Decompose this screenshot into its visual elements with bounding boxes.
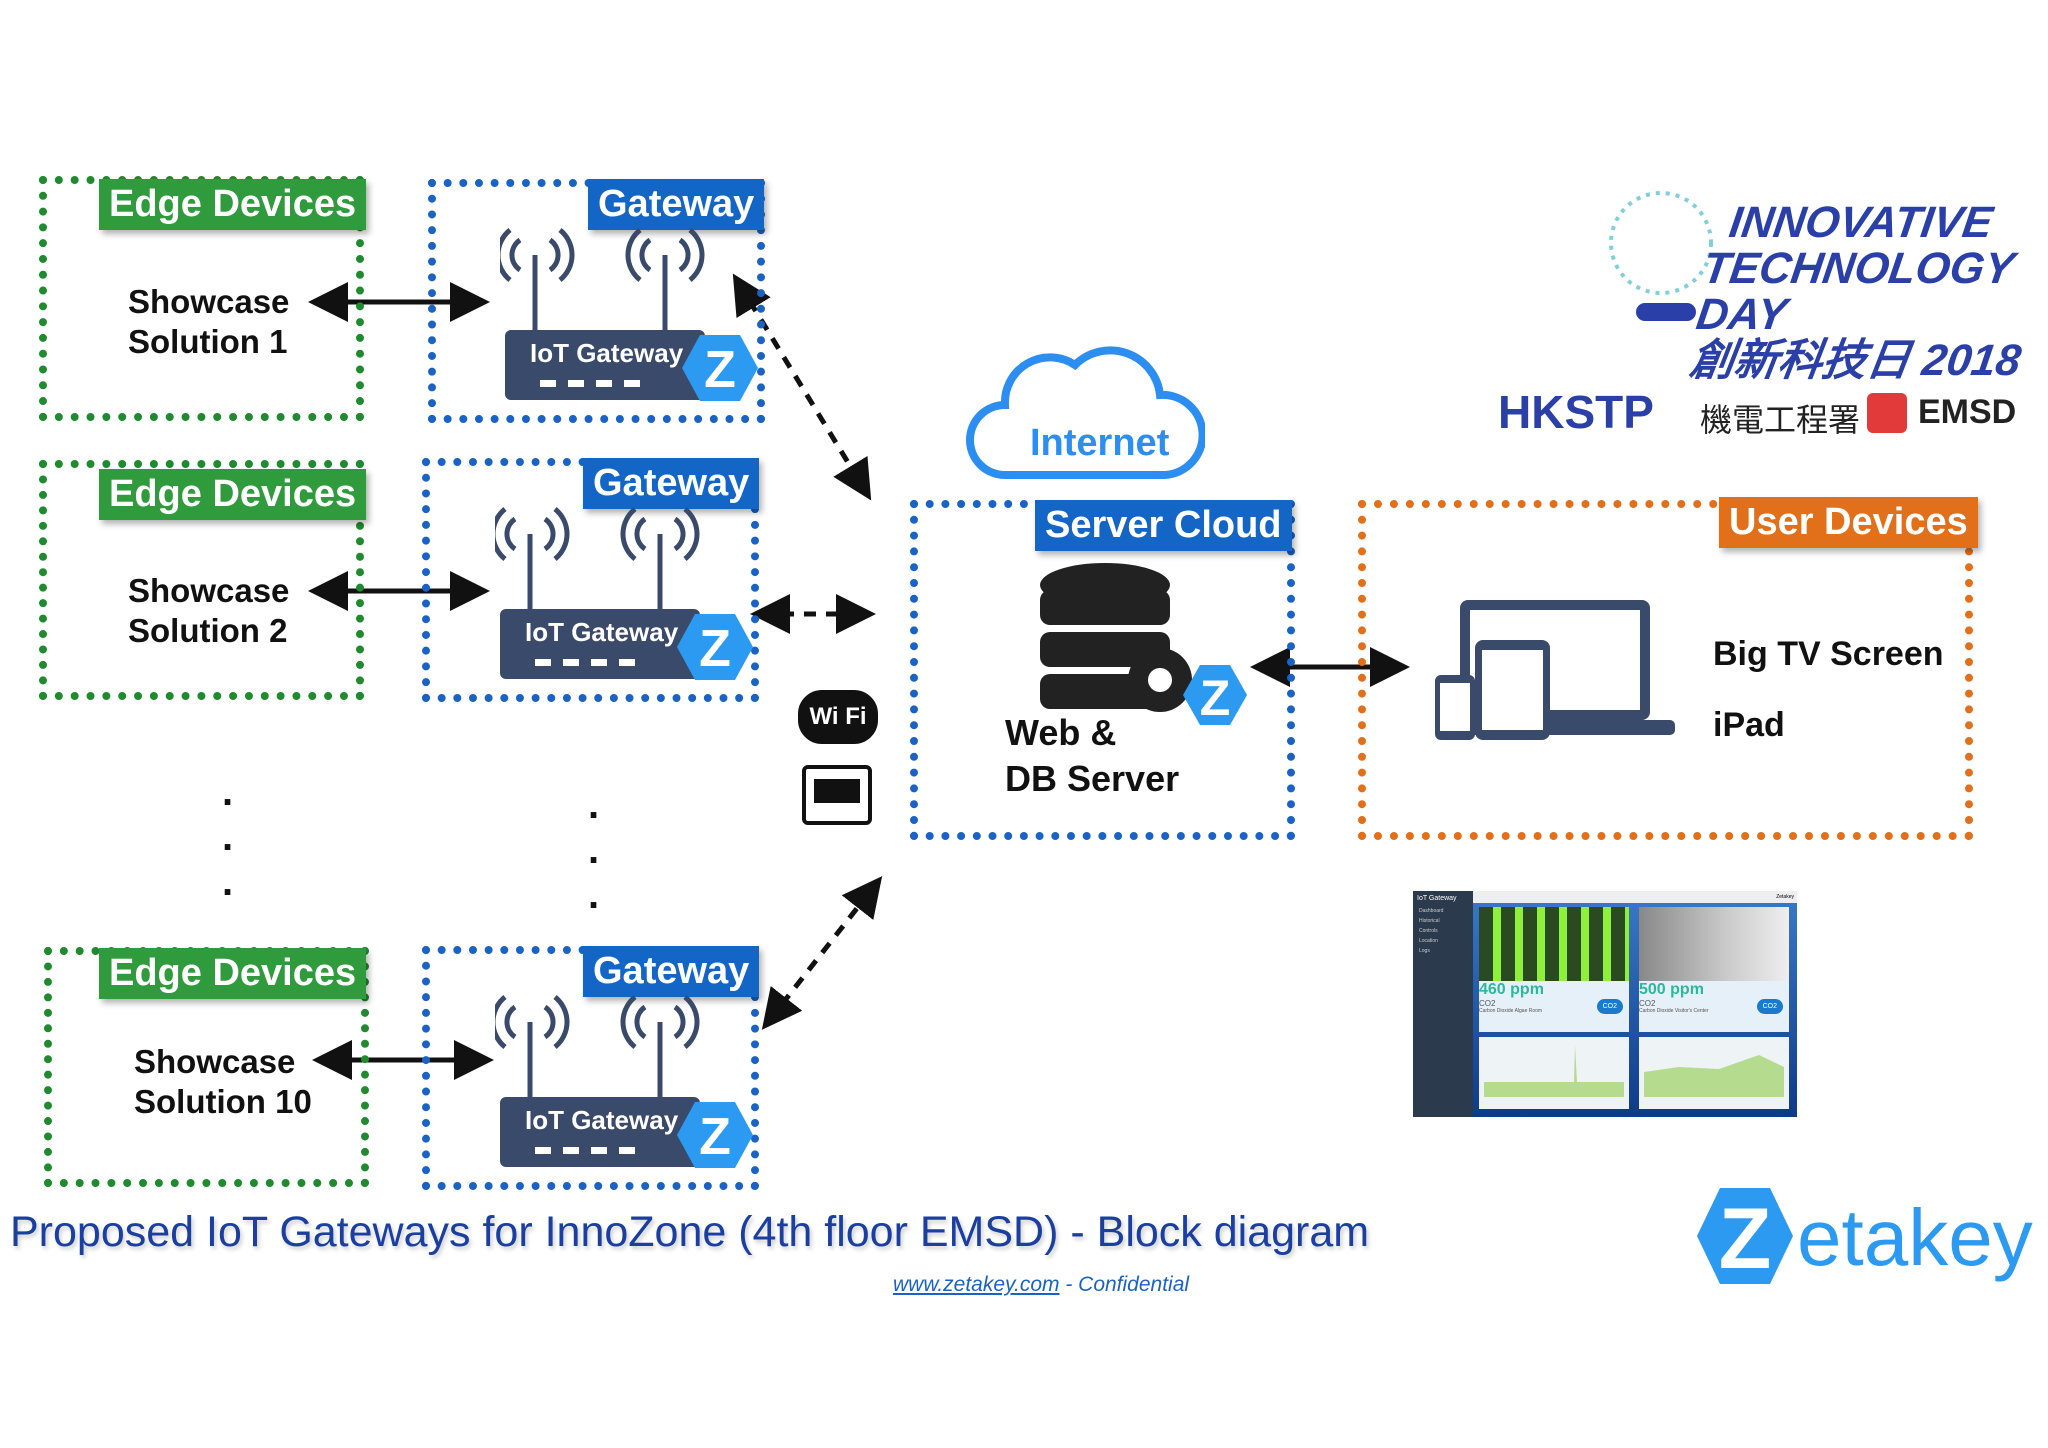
router-text: IoT Gateway — [530, 338, 684, 368]
edge-devices-group-2 — [39, 460, 364, 700]
itd-line: INNOVATIVE — [1726, 198, 1996, 247]
gateway-label: Gateway — [583, 946, 760, 997]
dashboard-card: 500 ppm CO2 Carbon Dioxide Visitor's Cen… — [1639, 907, 1789, 1032]
internet-cloud-icon — [966, 346, 1205, 479]
line2: Solution 1 — [128, 323, 288, 360]
internet-label: Internet — [1030, 422, 1170, 464]
router-text: IoT Gateway — [525, 617, 679, 647]
user-device-item: Big TV Screen — [1713, 635, 1944, 673]
dashboard-nav-item: Location — [1419, 938, 1438, 944]
emsd-logo-text: EMSD — [1918, 393, 2017, 431]
line1: Showcase — [128, 572, 290, 609]
edge-devices-label: Edge Devices — [99, 469, 367, 520]
dashboard-nav-item: Dashboard — [1419, 908, 1444, 914]
dashboard-app-title: IoT Gateway — [1417, 895, 1457, 902]
router-text: IoT Gateway — [525, 1105, 679, 1135]
card-unit: CO2 — [1479, 999, 1496, 1008]
emsd-emblem-icon — [1867, 393, 1907, 433]
dashboard-chart — [1639, 1037, 1789, 1109]
database-server-icon: Z — [1040, 563, 1247, 726]
dashboard-topbar: Zetakey — [1473, 891, 1797, 903]
dashboard-nav-item: Logs — [1419, 948, 1430, 954]
line1: Showcase — [128, 283, 290, 320]
dashboard-chart — [1479, 1037, 1629, 1109]
iot-gateway-router-icon: Z — [495, 215, 758, 401]
edge-devices-label: Edge Devices — [99, 179, 367, 230]
server-cloud-label: Server Cloud — [1035, 500, 1292, 551]
emsd-chinese-name: 機電工程署 — [1700, 402, 1861, 438]
edge-devices-label: Edge Devices — [99, 948, 367, 999]
iot-gateway-router-icon: Z — [490, 982, 753, 1168]
user-device-item: iPad — [1713, 706, 1785, 744]
gateway-label: Gateway — [583, 458, 760, 509]
gateway1-server-arrow — [732, 273, 872, 501]
server-text: Web & DB Server — [1005, 710, 1179, 802]
dashboard-nav-item: Controls — [1419, 928, 1438, 934]
dashboard-sidebar: IoT Gateway Dashboard Historical Control… — [1413, 891, 1473, 1117]
co2-cloud-badge: CO2 — [1596, 999, 1623, 1014]
ethernet-port-icon — [802, 765, 872, 825]
zetakey-wordmark: etakey — [1797, 1193, 2033, 1282]
svg-text:Z: Z — [699, 620, 731, 678]
itd-network-logo-icon — [1606, 163, 1716, 333]
gateway-label: Gateway — [588, 179, 765, 230]
card-unit: CO2 — [1639, 999, 1656, 1008]
iot-gateway-router-icon: Z — [490, 494, 753, 680]
itd-line: TECHNOLOGY DAY — [1693, 244, 2017, 339]
line1: Web & — [1005, 712, 1117, 753]
logo-letter: Z — [1719, 1191, 1772, 1286]
user-devices-label: User Devices — [1719, 497, 1978, 548]
hkstp-logo: HKSTP — [1498, 386, 1654, 438]
line2: DB Server — [1005, 758, 1180, 799]
ellipsis-dots: ... — [588, 783, 600, 917]
dashboard-screenshot: IoT Gateway Dashboard Historical Control… — [1413, 891, 1797, 1117]
card-value: 500 ppm — [1639, 981, 1704, 998]
svg-text:Z: Z — [699, 1108, 731, 1166]
gateway10-server-arrow — [761, 876, 883, 1030]
co2-cloud-badge: CO2 — [1756, 999, 1783, 1014]
laptop-tablet-phone-icon — [1435, 600, 1675, 740]
dashboard-nav-item: Historical — [1419, 918, 1440, 924]
card-value: 460 ppm — [1479, 981, 1544, 998]
dashboard-user: Zetakey — [1776, 894, 1794, 900]
svg-text:Z: Z — [704, 341, 736, 399]
page-title: Proposed IoT Gateways for InnoZone (4th … — [10, 1208, 1370, 1256]
line2: Solution 10 — [134, 1083, 312, 1120]
wifi-icon: Wi Fi — [798, 690, 878, 744]
zetakey-link[interactable]: www.zetakey.com — [893, 1273, 1060, 1296]
zetakey-logo-icon: Z — [1695, 1186, 1795, 1287]
itd-line: 創新科技日 2018 — [1686, 336, 2024, 385]
footer-note: www.zetakey.com - Confidential — [893, 1273, 1189, 1297]
confidential-text: - Confidential — [1059, 1273, 1190, 1296]
svg-text:Z: Z — [1200, 670, 1231, 726]
line1: Showcase — [134, 1043, 296, 1080]
user-devices-group — [1358, 500, 1973, 840]
itd-logo-text: INNOVATIVE TECHNOLOGY DAY 創新科技日 2018 — [1687, 198, 2048, 385]
ellipsis-dots: ... — [222, 770, 234, 904]
dashboard-card: 460 ppm CO2 Carbon Dioxide Algae Room CO… — [1479, 907, 1629, 1032]
line2: Solution 2 — [128, 612, 288, 649]
card-desc: Carbon Dioxide Algae Room — [1479, 1008, 1543, 1014]
card-desc: Carbon Dioxide Visitor's Center — [1639, 1008, 1709, 1014]
